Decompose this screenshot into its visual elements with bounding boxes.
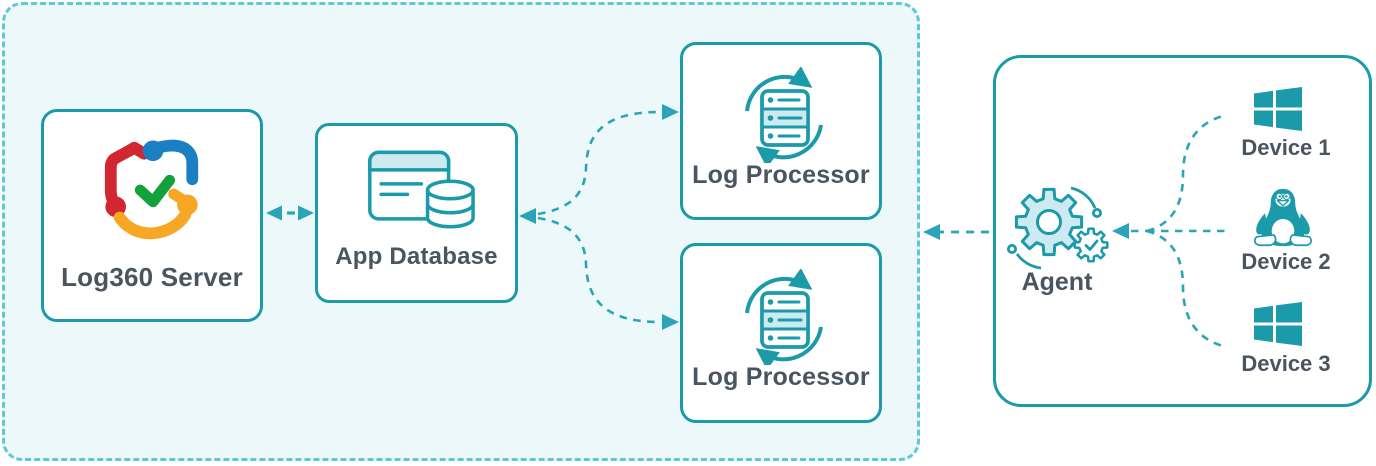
agent-gears-icon (1003, 182, 1115, 274)
log360-shield-logo-icon (99, 138, 207, 246)
device-1-label: Device 1 (1241, 135, 1331, 160)
server-sync-icon (737, 269, 829, 365)
device-3-label: Device 3 (1241, 351, 1331, 376)
server-sync-icon (737, 67, 829, 163)
log-processor-label-2: Log Processor (692, 363, 870, 391)
windows-icon (1254, 87, 1302, 131)
log360-server-label: Log360 Server (61, 262, 243, 292)
agent-label: Agent (1021, 268, 1093, 296)
log360-server-node: Log360 Server (41, 109, 263, 322)
app-database-label: App Database (335, 243, 498, 270)
connector-agent-cluster (923, 224, 989, 240)
log-processor-node-1: Log Processor (680, 42, 882, 220)
app-database-node: App Database (315, 123, 518, 303)
browser-database-icon (366, 148, 476, 232)
log-processor-label-1: Log Processor (692, 161, 870, 189)
linux-tux-icon (1252, 186, 1314, 250)
log-processor-node-2: Log Processor (680, 243, 882, 423)
device-2-label: Device 2 (1241, 249, 1331, 274)
windows-icon (1254, 302, 1302, 346)
